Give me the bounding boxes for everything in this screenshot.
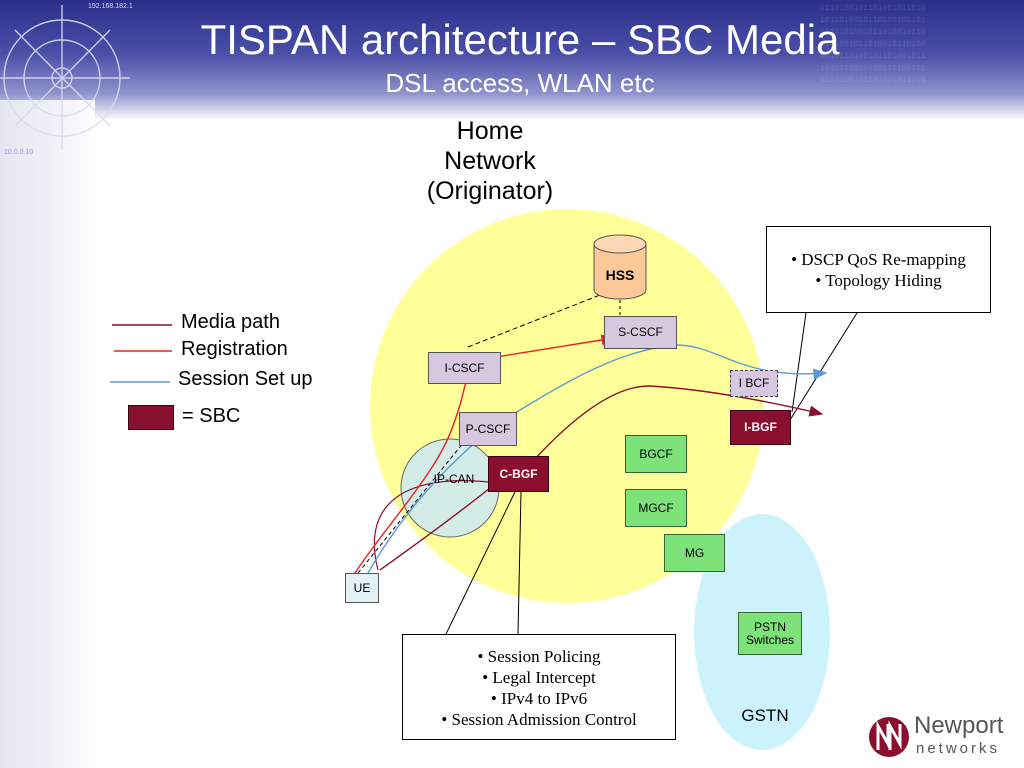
ue-node: UE: [345, 573, 379, 603]
ip-can-label: IP-CAN: [433, 471, 475, 486]
pstn-label-2: Switches: [745, 632, 795, 647]
slide-subtitle: DSL access, WLAN etc: [385, 68, 655, 98]
bgcf-node: BGCF: [625, 435, 687, 473]
pstn-label-1: PSTN: [753, 619, 786, 634]
s-cscf-node: S-CSCF: [604, 316, 677, 349]
binary-texture: 0110100101101001011010 10110100101101001…: [820, 4, 926, 85]
callout-bottom-item-3: • IPv4 to IPv6: [490, 689, 588, 708]
pstn-switches-node: PSTN Switches: [738, 612, 802, 655]
home-network-label: Home Network (Originator): [400, 116, 580, 206]
c-bgf-node: C-BGF: [488, 456, 549, 492]
ip-decor-top: 192.168.182.1: [88, 3, 133, 10]
svg-text:1011010010110100101101: 1011010010110100101101: [820, 16, 926, 25]
legend-sbc: = SBC: [182, 405, 241, 427]
p-cscf-node: P-CSCF: [459, 412, 517, 446]
legend-media-path: Media path: [181, 311, 280, 333]
slide-title: TISPAN architecture – SBC Media: [200, 16, 840, 63]
callout-top-item-1: • DSCP QoS Re-mapping: [791, 250, 966, 269]
newport-logo: Newport networks: [866, 710, 1016, 764]
svg-text:1001011010010110100101: 1001011010010110100101: [820, 64, 926, 73]
logo-sub: networks: [916, 740, 1001, 757]
callout-leader-3: [445, 491, 516, 635]
callout-bottom: • Session Policing • Legal Intercept • I…: [402, 634, 676, 740]
svg-text:0010110100101101001011: 0010110100101101001011: [820, 52, 926, 61]
legend-session-setup: Session Set up: [178, 368, 313, 390]
callout-bottom-item-2: • Legal Intercept: [482, 668, 596, 687]
hss-label: HSS: [606, 267, 635, 283]
legend-sbc-swatch: [128, 405, 174, 430]
svg-text:0101101001011010010110: 0101101001011010010110: [820, 28, 926, 37]
svg-text:0110100101101001011010: 0110100101101001011010: [820, 76, 926, 85]
callout-leader-2: [789, 312, 858, 421]
session-setup-line: [367, 344, 828, 574]
dashed-ue-pcscf: [357, 436, 469, 574]
svg-text:1101001011010010110100: 1101001011010010110100: [820, 40, 926, 49]
mg-node: MG: [664, 534, 725, 572]
i-bgf-node: I-BGF: [730, 410, 791, 445]
newport-logo-icon: [869, 717, 909, 757]
callout-bottom-item-4: • Session Admission Control: [441, 710, 637, 729]
mgcf-node: MGCF: [625, 489, 687, 527]
legend-registration: Registration: [181, 338, 288, 360]
i-cscf-node: I-CSCF: [428, 352, 501, 384]
callout-leader-1: [791, 312, 807, 413]
callout-top-item-2: • Topology Hiding: [815, 271, 942, 290]
logo-name: Newport: [914, 712, 1004, 739]
compass-decoration: 192.168.182.1 10.0.0.10: [0, 3, 133, 156]
ip-decor-left: 10.0.0.10: [4, 149, 33, 156]
header-banner: [0, 0, 1024, 120]
left-sidebar-band: [0, 100, 95, 768]
home-label-line-2: Network: [444, 147, 536, 175]
hss-cylinder: [593, 234, 647, 300]
callout-top: • DSCP QoS Re-mapping • Topology Hiding: [766, 226, 991, 313]
callout-leader-4: [517, 491, 522, 635]
svg-text:0110100101101001011010: 0110100101101001011010: [820, 4, 926, 13]
i-bcf-node: I BCF: [730, 370, 778, 397]
home-label-line-3: (Originator): [426, 177, 554, 205]
gstn-label: GSTN: [741, 705, 789, 725]
home-label-line-1: Home: [456, 117, 524, 145]
callout-bottom-item-1: • Session Policing: [477, 647, 601, 666]
